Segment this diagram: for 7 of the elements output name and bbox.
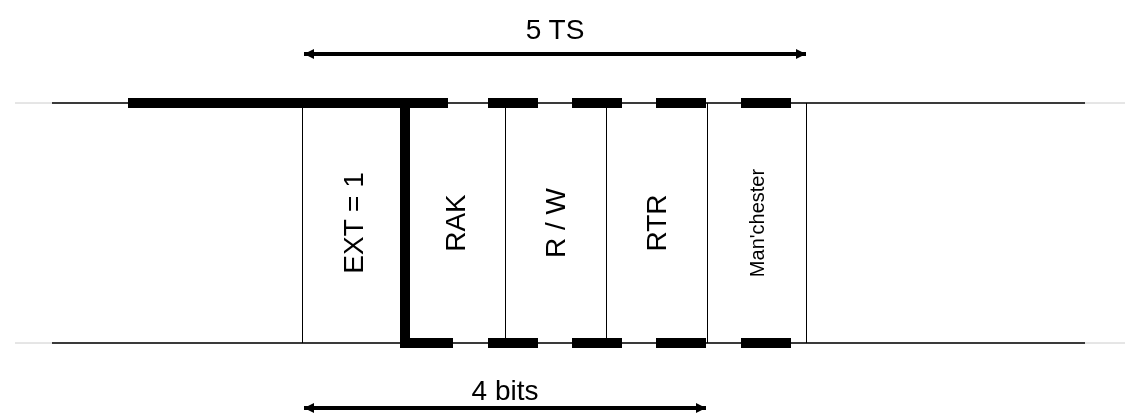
dimension-label: 4 bits (471, 377, 539, 405)
field-label: RTR (643, 194, 671, 252)
field-label: RAK (441, 194, 470, 252)
field-label: EXT = 1 (340, 172, 368, 274)
field-label: R / W (542, 188, 570, 258)
dimension-label: 5 TS (525, 16, 585, 44)
field-label: Man'chester (747, 168, 767, 278)
